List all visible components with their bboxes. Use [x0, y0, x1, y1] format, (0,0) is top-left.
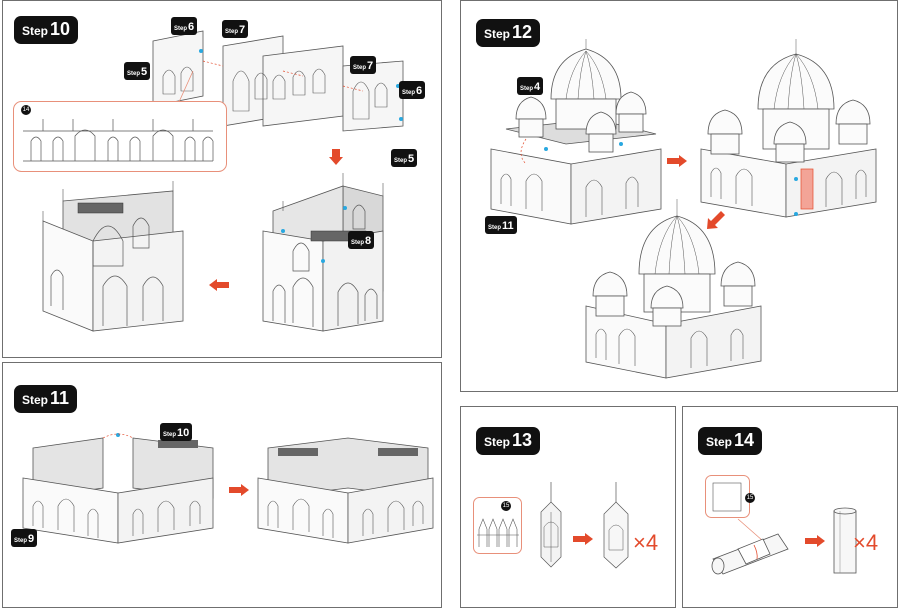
- part-15-callout-step13: 15: [473, 497, 523, 555]
- step-4-tag: Step4: [517, 77, 544, 95]
- step-6-tag-top-left: Step6: [171, 17, 198, 35]
- step-9-tag: Step9: [11, 529, 38, 547]
- exploded-wall-drawing: [152, 30, 404, 132]
- mosque-with-domes-drawing: [700, 39, 877, 218]
- part-14-callout: 14: [13, 70, 228, 173]
- wall-assembly-drawing: [262, 173, 384, 332]
- mosque-exploded-drawing: [490, 39, 662, 225]
- arrow-right-step13: [573, 533, 593, 545]
- step-7-tag-right: Step7: [350, 56, 377, 74]
- step-11-tag: Step11: [485, 216, 517, 234]
- mosque-complete-drawing: [585, 199, 762, 379]
- finished-tube: [831, 507, 859, 577]
- wall-assembled-drawing: [42, 181, 184, 332]
- spire-finished: [601, 482, 631, 572]
- perimeter-wall-open: [18, 418, 218, 548]
- mosque-complete: [581, 196, 771, 381]
- step-7-tag-top: Step7: [222, 20, 249, 38]
- part-15-flat-spires: [473, 497, 522, 554]
- part-14-flat-piece: [13, 70, 227, 172]
- arrow-left-step10: [209, 279, 229, 291]
- spire-folding: [536, 482, 566, 572]
- step-10-tag: Step10: [160, 423, 193, 441]
- wall-assembled-complete: [33, 181, 193, 341]
- arrow-down-step10: [329, 149, 343, 165]
- step-6-tag-right: Step6: [399, 81, 426, 99]
- multiplier-step13: ×4: [633, 530, 659, 555]
- arrow-down-left-step12: [707, 211, 725, 229]
- wall-assembly-in-progress: [253, 171, 393, 341]
- perimeter-wall-closed: [253, 418, 443, 548]
- finished-tube-drawing: [833, 507, 857, 574]
- mosque-with-domes: [696, 39, 886, 219]
- arrow-right-step11: [229, 484, 249, 496]
- part-15-flat-sheet: [705, 475, 750, 518]
- arrow-right-step12: [667, 155, 687, 167]
- step-8-tag: Step8: [348, 231, 375, 249]
- exploded-wall-strip: [143, 21, 423, 141]
- part-15-label-step14: 15: [745, 493, 755, 503]
- spire-folding-drawing: [540, 482, 562, 568]
- part-14-label: 14: [21, 105, 31, 115]
- arrow-right-step14: [805, 535, 825, 547]
- step-5-tag-top-left: Step5: [124, 62, 151, 80]
- part-15-callout-step14: 15: [705, 475, 755, 519]
- mosque-domes-being-placed: [486, 39, 666, 229]
- perimeter-wall-open-drawing: [22, 433, 214, 544]
- perimeter-wall-closed-drawing: [257, 437, 434, 544]
- spire-finished-drawing: [603, 482, 629, 569]
- rolling-tube: [708, 518, 798, 579]
- step-5-tag-right: Step5: [391, 149, 418, 167]
- part-15-label-step13: 15: [501, 501, 511, 511]
- rolling-tube-drawing: [711, 518, 789, 575]
- multiplier-step14: ×4: [853, 530, 879, 555]
